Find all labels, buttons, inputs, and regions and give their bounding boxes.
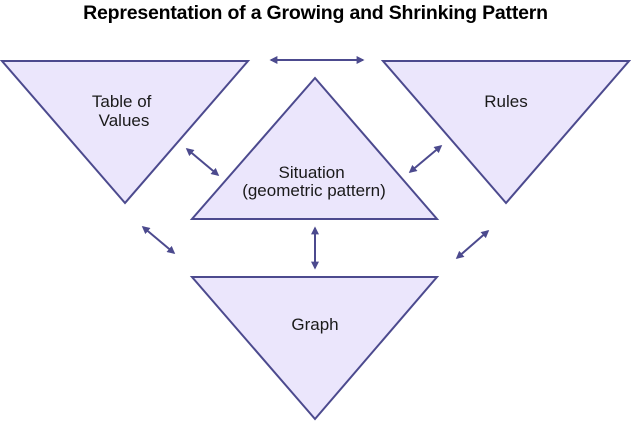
situation-label-line2: (geometric pattern) [242, 181, 386, 200]
table-of-values-triangle [0, 60, 251, 205]
situation-label: Situation (geometric pattern) [242, 163, 386, 200]
arrow-table-graph [141, 225, 176, 255]
rules-label: Rules [484, 92, 527, 111]
situation-label-line1: Situation [279, 163, 345, 182]
arrow-rules-graph [455, 229, 490, 260]
situation-triangle [189, 76, 440, 220]
table-of-values-label-line2: Values [99, 111, 150, 130]
table-of-values-label: Table of Values [92, 92, 156, 130]
arrow-rules-situation [408, 144, 443, 174]
rules-label-line1: Rules [484, 92, 527, 111]
table-of-values-label-line1: Table of [92, 92, 152, 111]
graph-label: Graph [291, 315, 338, 334]
diagram-title: Representation of a Growing and Shrinkin… [83, 2, 548, 24]
graph-label-line1: Graph [291, 315, 338, 334]
arrow-table-situation [185, 147, 220, 177]
graph-triangle [189, 276, 440, 421]
rules-triangle [380, 60, 631, 205]
